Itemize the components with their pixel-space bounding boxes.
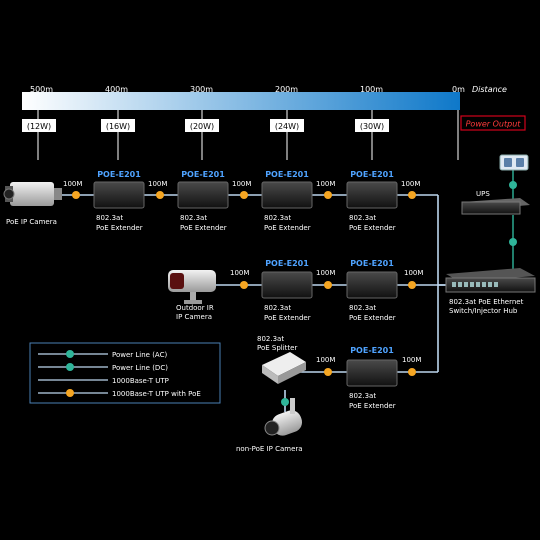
svg-text:100M: 100M [401, 180, 420, 188]
distance-tick-400: 400m [105, 85, 128, 94]
row2-camera-label-line1: Outdoor IR [176, 304, 214, 312]
outdoor-ir-camera-icon [168, 270, 216, 304]
power-box-24 [270, 119, 304, 132]
svg-text:PoE Extender: PoE Extender [180, 224, 227, 232]
power-value-24: (24W) [275, 122, 299, 131]
svg-text:802.3at: 802.3at [180, 214, 207, 222]
row1-extenders: POE-E201 802.3at PoE Extender POE-E201 8… [93, 170, 398, 232]
row1-extender-4: POE-E201 802.3at PoE Extender [346, 170, 398, 232]
row1-extender-3: POE-E201 802.3at PoE Extender [261, 170, 313, 232]
poe-switch-icon [445, 268, 536, 293]
distance-bar: 500m 400m 300m 200m 100m 0m Distance [22, 85, 507, 160]
poe-dots [72, 181, 517, 406]
svg-text:802.3at: 802.3at [264, 214, 291, 222]
power-box-30 [355, 119, 389, 132]
distance-gradient [22, 92, 460, 110]
switch-label-line2: Switch/Injector Hub [449, 307, 518, 315]
power-box-12 [22, 119, 56, 132]
distance-tick-100: 100m [360, 85, 383, 94]
svg-text:POE-E201: POE-E201 [181, 170, 225, 179]
svg-text:802.3at: 802.3at [264, 304, 291, 312]
svg-text:POE-E201: POE-E201 [265, 259, 309, 268]
poe-ip-camera-icon [3, 182, 62, 206]
svg-text:POE-E201: POE-E201 [350, 170, 394, 179]
ups-label: UPS [476, 190, 490, 198]
power-box-16 [101, 119, 135, 132]
splitter-label-line2: PoE Splitter [257, 344, 297, 352]
svg-text:POE-E201: POE-E201 [350, 259, 394, 268]
svg-text:PoE Extender: PoE Extender [349, 224, 396, 232]
svg-text:PoE Extender: PoE Extender [349, 402, 396, 410]
legend: Power Line (AC) Power Line (DC) 1000Base… [29, 342, 221, 404]
row1-extender-1: POE-E201 802.3at PoE Extender [93, 170, 145, 232]
svg-text:PoE Extender: PoE Extender [264, 224, 311, 232]
svg-text:Power Line (DC): Power Line (DC) [112, 364, 168, 372]
distance-tick-500: 500m [30, 85, 53, 94]
power-value-20: (20W) [190, 122, 214, 131]
svg-text:100M: 100M [402, 356, 421, 364]
power-values: (12W) (16W) (20W) (24W) (30W) Power Outp… [22, 115, 526, 132]
power-value-30: (30W) [360, 122, 384, 131]
row3-extender: POE-E201 802.3at PoE Extender [346, 346, 398, 410]
svg-text:100M: 100M [316, 356, 335, 364]
svg-text:PoE Extender: PoE Extender [264, 314, 311, 322]
svg-text:100M: 100M [63, 180, 82, 188]
svg-text:1000Base-T UTP with PoE: 1000Base-T UTP with PoE [112, 390, 201, 398]
distance-tick-0: 0m [452, 85, 465, 94]
power-box-20 [185, 119, 219, 132]
row2-extenders: POE-E201 802.3at PoE Extender POE-E201 8… [261, 259, 398, 322]
svg-text:100M: 100M [316, 180, 335, 188]
poe-splitter-icon [262, 352, 306, 384]
svg-text:PoE Extender: PoE Extender [96, 224, 143, 232]
svg-text:POE-E201: POE-E201 [350, 346, 394, 355]
power-value-16: (16W) [106, 122, 130, 131]
ups-icon [461, 198, 530, 215]
power-output-label: Power Output [466, 120, 522, 129]
row1-speeds: 100M 100M 100M 100M 100M [63, 180, 420, 188]
row3-camera-label: non-PoE IP Camera [236, 445, 303, 453]
svg-text:802.3at: 802.3at [349, 392, 376, 400]
row2-camera-label-line2: IP Camera [176, 313, 212, 321]
svg-text:100M: 100M [148, 180, 167, 188]
row3-speeds: 100M 100M [316, 356, 421, 364]
svg-text:100M: 100M [316, 269, 335, 277]
svg-text:100M: 100M [230, 269, 249, 277]
row2-extender-2: POE-E201 802.3at PoE Extender [346, 259, 398, 322]
power-output-box [460, 115, 526, 131]
legend-box [29, 342, 221, 404]
row2-speeds: 100M 100M 100M [230, 269, 423, 277]
svg-text:1000Base-T UTP: 1000Base-T UTP [112, 377, 169, 385]
row2-extender-1: POE-E201 802.3at PoE Extender [261, 259, 313, 322]
non-poe-ip-camera-icon [264, 398, 303, 436]
svg-text:802.3at: 802.3at [349, 214, 376, 222]
svg-text:PoE Extender: PoE Extender [349, 314, 396, 322]
distance-tick-200: 200m [275, 85, 298, 94]
svg-text:POE-E201: POE-E201 [97, 170, 141, 179]
power-outlet-icon [499, 154, 529, 171]
svg-text:100M: 100M [232, 180, 251, 188]
svg-text:802.3at: 802.3at [349, 304, 376, 312]
switch-label-line1: 802.3at PoE Ethernet [449, 298, 524, 306]
svg-text:POE-E201: POE-E201 [265, 170, 309, 179]
distance-axis-label: Distance [472, 85, 507, 94]
svg-text:100M: 100M [404, 269, 423, 277]
legend-item-ac: Power Line (AC) [38, 350, 167, 359]
legend-item-poe: 1000Base-T UTP with PoE [38, 389, 201, 398]
row1-camera-label: PoE IP Camera [6, 218, 57, 226]
row1-extender-2: POE-E201 802.3at PoE Extender [177, 170, 229, 232]
distance-tick-300: 300m [190, 85, 213, 94]
legend-item-dc: Power Line (DC) [38, 363, 168, 372]
legend-item-utp: 1000Base-T UTP [38, 377, 169, 385]
splitter-label-line1: 802.3at [257, 335, 284, 343]
svg-text:Power Line (AC): Power Line (AC) [112, 351, 167, 359]
svg-text:802.3at: 802.3at [96, 214, 123, 222]
power-value-12: (12W) [27, 122, 51, 131]
